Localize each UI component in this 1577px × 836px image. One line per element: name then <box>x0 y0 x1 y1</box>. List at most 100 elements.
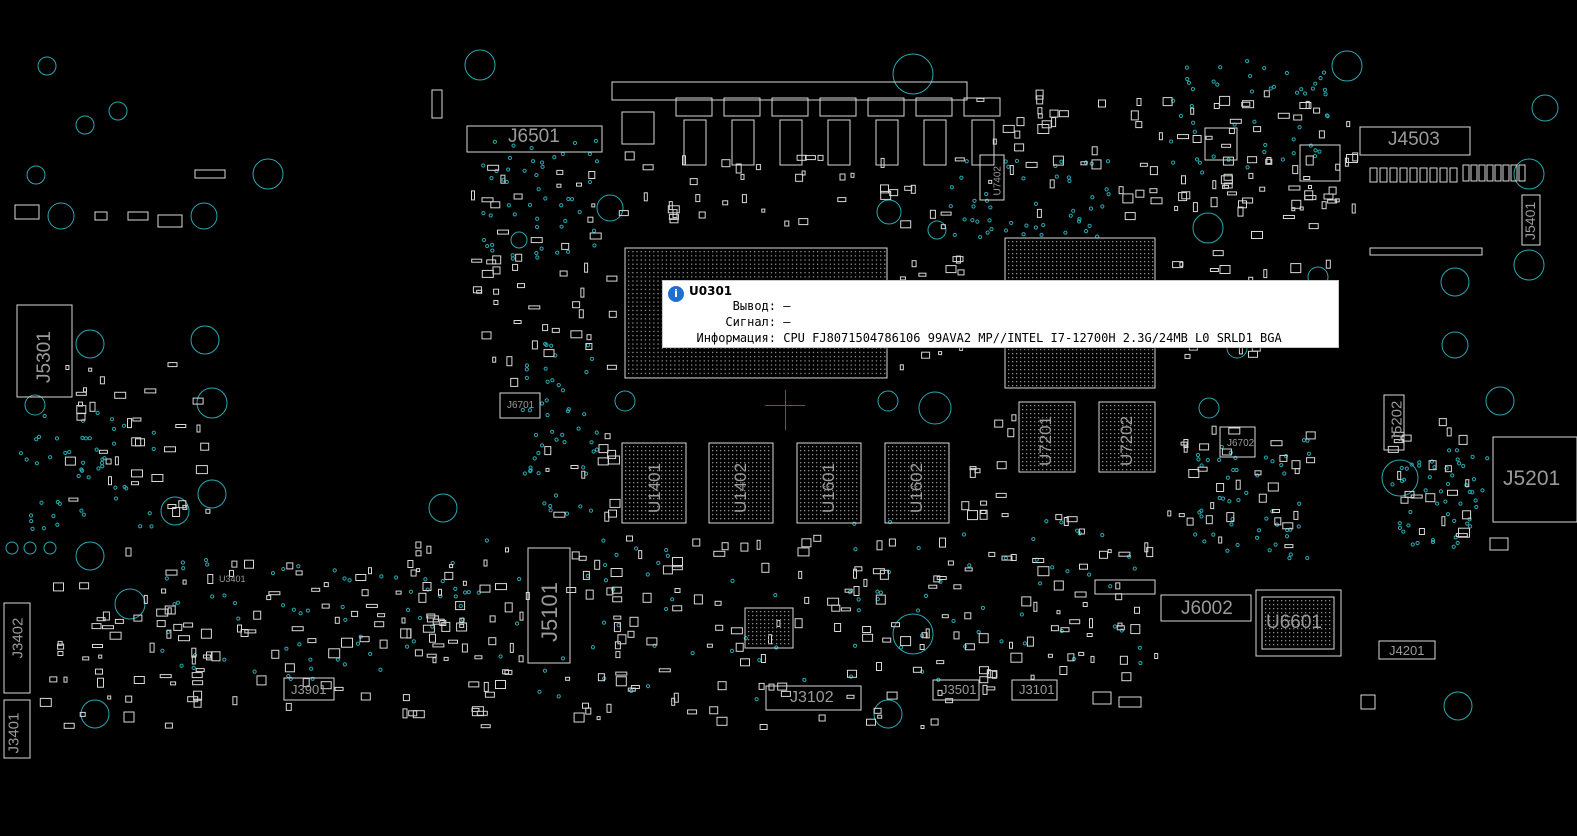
bga-ball <box>1032 373 1034 375</box>
via <box>121 423 127 428</box>
bga-ball <box>871 351 873 354</box>
bga-ball <box>1100 261 1102 263</box>
bga-ball <box>724 251 726 253</box>
bga-ball <box>629 490 631 492</box>
bga-ball <box>1092 373 1094 375</box>
smd-component-outline <box>1248 350 1258 358</box>
bga-ball <box>633 514 635 516</box>
bga-ball <box>641 450 643 452</box>
bga-ball <box>1064 385 1066 387</box>
bga-ball <box>1112 253 1114 255</box>
bga-ball <box>1152 349 1154 351</box>
bga-ball <box>875 259 878 261</box>
bga-ball <box>1016 241 1018 243</box>
bga-ball <box>1112 245 1114 247</box>
bga-ball <box>720 466 722 468</box>
bga-ball <box>653 364 655 366</box>
bga-ball <box>850 351 852 354</box>
via <box>1225 548 1230 553</box>
bga-ball <box>1056 365 1058 367</box>
bga-ball <box>665 466 667 468</box>
bga-ball <box>661 259 663 261</box>
bga-ball <box>707 263 710 265</box>
bga-ball <box>686 347 689 349</box>
bga-ball <box>842 360 844 362</box>
bga-ball <box>1032 245 1034 247</box>
smd-component-outline <box>1016 117 1025 127</box>
smd-component-outline <box>1266 157 1272 164</box>
bga-ball <box>640 347 642 349</box>
smd-component-outline <box>432 657 437 664</box>
bga-ball <box>677 466 679 468</box>
bga-ball <box>728 474 730 476</box>
connector-top-strip-outline <box>611 81 968 101</box>
smd-component-outline <box>642 592 652 603</box>
bga-ball <box>1064 257 1066 259</box>
bga-ball <box>724 478 726 480</box>
bga-ball <box>1012 265 1014 267</box>
bga-ball <box>669 470 671 472</box>
via <box>549 343 554 348</box>
bga-ball <box>762 263 764 265</box>
bga-ball <box>758 368 760 370</box>
bga-ball <box>653 450 655 452</box>
bga-ball <box>632 343 634 345</box>
bga-ball <box>712 458 714 460</box>
bga-ball <box>649 450 651 452</box>
via <box>481 210 486 216</box>
bga-ball <box>703 259 705 261</box>
bga-ball <box>632 276 634 278</box>
via <box>394 575 399 580</box>
bga-ball <box>745 259 747 261</box>
bga-ball <box>644 335 647 337</box>
bga-ball <box>636 259 638 261</box>
bga-ball <box>1060 365 1062 367</box>
smd-component-outline <box>1259 186 1266 192</box>
bga-ball <box>741 263 743 265</box>
bga-ball <box>1076 349 1078 351</box>
bga-ball <box>779 267 781 270</box>
smd-component-outline <box>995 492 1007 498</box>
via <box>1244 490 1249 495</box>
bga-ball <box>1060 377 1062 379</box>
via <box>1471 477 1477 482</box>
smd-component-outline <box>172 507 181 517</box>
via <box>280 603 286 608</box>
bga-ball <box>1128 357 1130 359</box>
bga-ball <box>669 450 671 452</box>
bga-ball <box>636 314 638 316</box>
smd-component-outline <box>513 193 523 200</box>
smd-component-outline <box>561 242 570 250</box>
smd-component-outline <box>586 334 592 341</box>
bga-ball <box>695 368 697 370</box>
bga-ball <box>1108 257 1110 259</box>
smd-component-outline <box>1318 130 1325 139</box>
bga-ball <box>636 360 638 362</box>
bga-ball <box>661 450 663 452</box>
bga-ball <box>649 518 651 520</box>
smd-component-outline <box>1049 109 1059 118</box>
bga-ball <box>1096 245 1098 247</box>
smd-component-outline <box>556 169 564 175</box>
smd-component-outline <box>285 702 292 711</box>
small-part-outline <box>1360 694 1376 710</box>
bga-ball <box>1056 357 1058 359</box>
bga-ball <box>712 272 714 274</box>
bga-ball <box>762 356 764 358</box>
bga-ball <box>712 276 714 278</box>
bga-ball <box>1028 349 1030 351</box>
smd-component-outline <box>256 675 267 686</box>
bga-ball <box>817 356 819 358</box>
smd-component-outline <box>755 164 761 171</box>
bga-ball <box>1148 373 1150 375</box>
bga-ball <box>1132 361 1134 363</box>
smd-component-outline <box>355 574 367 581</box>
via <box>1406 523 1411 528</box>
bga-ball <box>637 502 639 504</box>
via <box>1301 438 1307 443</box>
smd-component-outline <box>307 638 317 644</box>
via <box>1033 201 1039 206</box>
small-part-outline <box>123 711 135 723</box>
